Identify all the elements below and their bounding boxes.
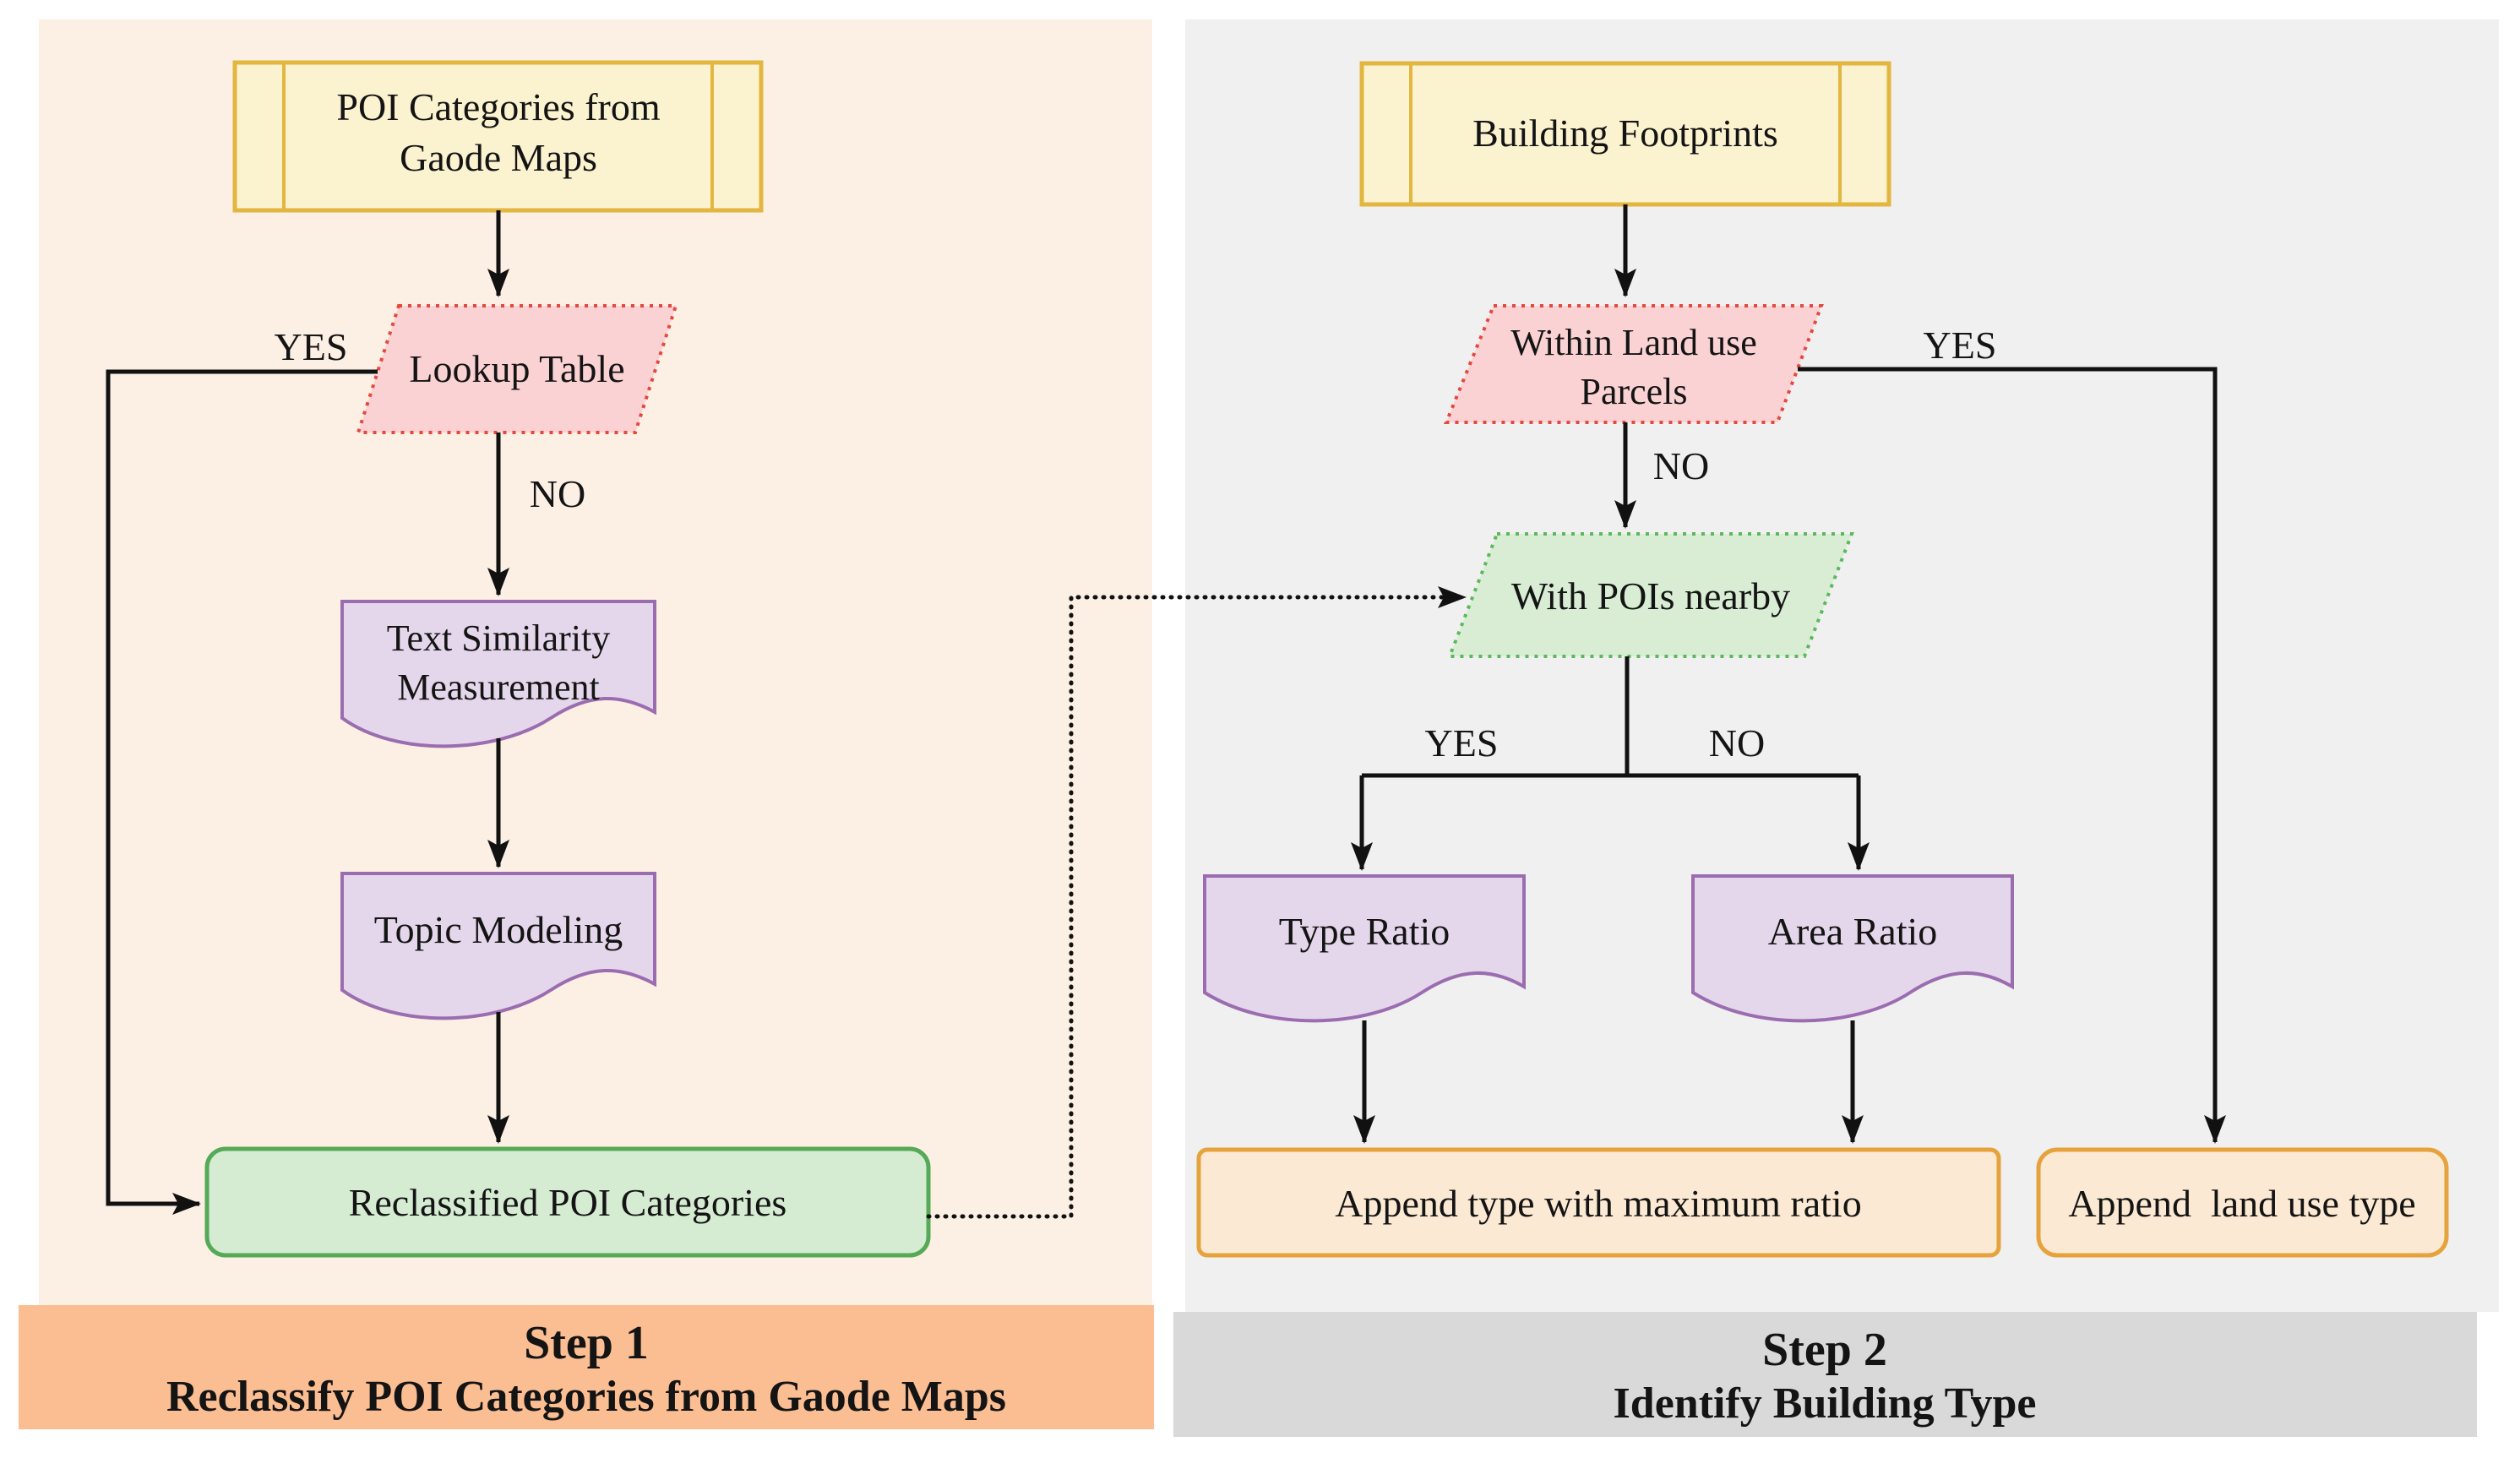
topic-modeling-label: Topic Modeling bbox=[374, 908, 623, 951]
text-similarity-label-line1: Text Similarity bbox=[387, 618, 611, 659]
node-poi-categories: POI Categories from Gaode Maps bbox=[232, 60, 764, 213]
pois-yes-label: YES bbox=[1425, 721, 1499, 764]
lookup-no-label: NO bbox=[530, 472, 585, 515]
pois-no-label: NO bbox=[1709, 721, 1765, 764]
node-append-max-ratio: Append type with maximum ratio bbox=[1196, 1147, 2001, 1258]
node-lookup-table: Lookup Table bbox=[356, 304, 678, 434]
node-type-ratio: Type Ratio bbox=[1203, 874, 1526, 1023]
step2-footer-title: Step 2 bbox=[1762, 1324, 1887, 1376]
poi-categories-label-line2: Gaode Maps bbox=[400, 136, 597, 179]
edge-parcels-yes-to-append-land-use-arrow bbox=[1798, 367, 2226, 1144]
reclassified-label: Reclassified POI Categories bbox=[349, 1181, 787, 1224]
node-building-footprints: Building Footprints bbox=[1359, 61, 1891, 207]
step1-footer-title: Step 1 bbox=[524, 1317, 649, 1369]
step2-footer-subtitle: Identify Building Type bbox=[1614, 1379, 2037, 1428]
lookup-yes-label: YES bbox=[275, 325, 348, 368]
area-ratio-label: Area Ratio bbox=[1768, 910, 1938, 953]
within-parcels-label-line1: Within Land use bbox=[1510, 322, 1757, 363]
node-area-ratio: Area Ratio bbox=[1691, 874, 2014, 1023]
building-footprints-label: Building Footprints bbox=[1472, 112, 1778, 155]
parcels-no-label: NO bbox=[1653, 444, 1709, 487]
parcels-yes-label: YES bbox=[1924, 324, 1997, 367]
edge-lookup-yes-loop-arrow bbox=[106, 369, 378, 1215]
within-parcels-label-line2: Parcels bbox=[1580, 371, 1687, 412]
append-land-use-label: Append land use type bbox=[2068, 1182, 2415, 1225]
node-with-pois-nearby: With POIs nearby bbox=[1447, 532, 1854, 658]
node-within-land-use-parcels: Within Land use Parcels bbox=[1444, 304, 1824, 424]
text-similarity-label-line2: Measurement bbox=[397, 666, 599, 708]
with-pois-label: With POIs nearby bbox=[1511, 574, 1790, 618]
node-reclassified-poi-categories: Reclassified POI Categories bbox=[204, 1146, 931, 1258]
node-text-similarity: Text Similarity Measurement bbox=[340, 600, 656, 748]
append-max-ratio-label: Append type with maximum ratio bbox=[1335, 1182, 1861, 1225]
node-append-land-use: Append land use type bbox=[2036, 1147, 2449, 1258]
step1-footer-subtitle: Reclassify POI Categories from Gaode Map… bbox=[166, 1373, 1006, 1421]
step2-footer-band bbox=[1173, 1312, 2477, 1437]
step1-footer-band bbox=[19, 1305, 1154, 1429]
poi-categories-label-line1: POI Categories from bbox=[336, 85, 660, 128]
step2-panel-background bbox=[1185, 19, 2499, 1312]
node-topic-modeling: Topic Modeling bbox=[340, 872, 656, 1020]
type-ratio-label: Type Ratio bbox=[1279, 910, 1450, 953]
lookup-table-label: Lookup Table bbox=[409, 347, 624, 390]
